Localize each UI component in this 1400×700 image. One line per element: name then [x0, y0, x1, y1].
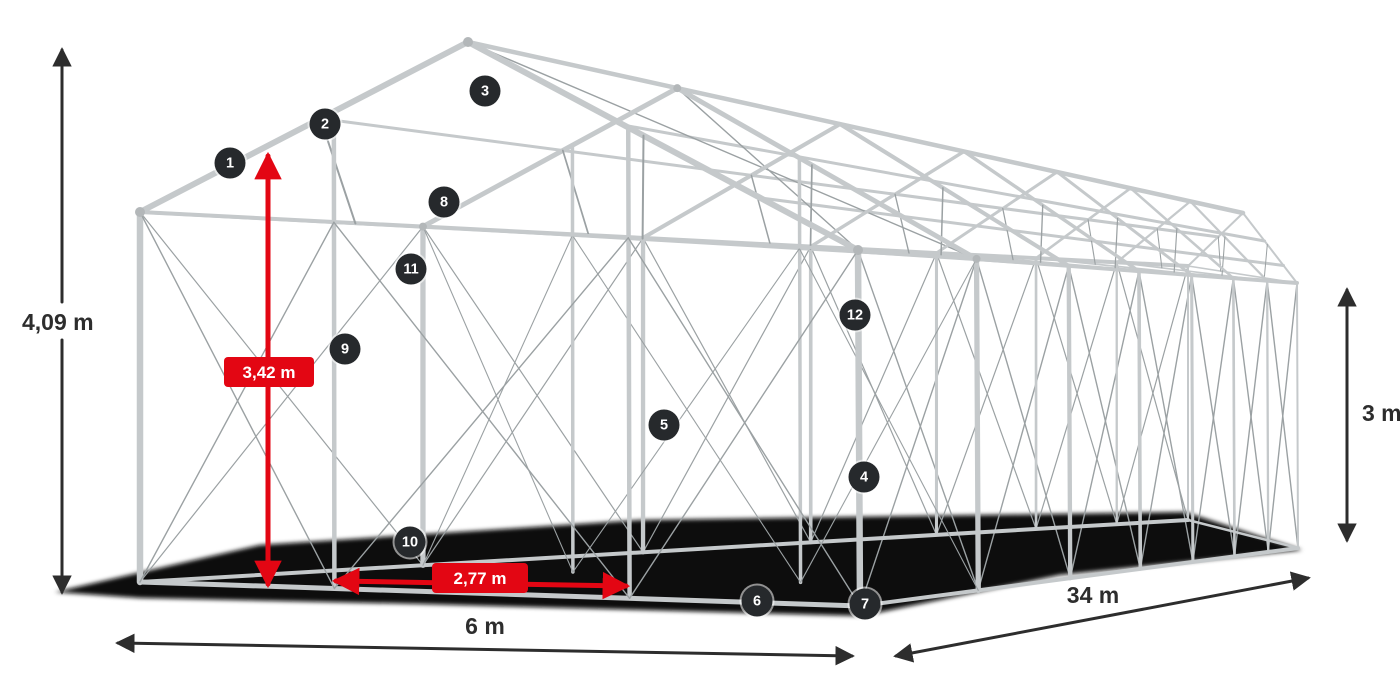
dimension-height-total: 4,09 m: [22, 47, 94, 595]
dim-width-label: 6 m: [465, 613, 505, 639]
dimension-height-inner: 3,42 m: [224, 151, 314, 589]
dimension-length: 34 m: [893, 571, 1311, 663]
dim-height-inner-label: 3,42 m: [243, 363, 296, 382]
dim-length-label: 34 m: [1067, 582, 1119, 608]
dimension-inner-spacing: 2,77 m: [331, 563, 631, 600]
dimension-width: 6 m: [115, 613, 855, 666]
dim-inner-spacing-label: 2,77 m: [454, 569, 507, 588]
dimension-annotations: 4,09 m 3 m 6 m 34 m 3,42 m: [22, 47, 1400, 666]
dim-height-side-label: 3 m: [1362, 400, 1400, 426]
dimension-height-side: 3 m: [1337, 287, 1400, 543]
dim-height-total-label: 4,09 m: [22, 309, 94, 335]
